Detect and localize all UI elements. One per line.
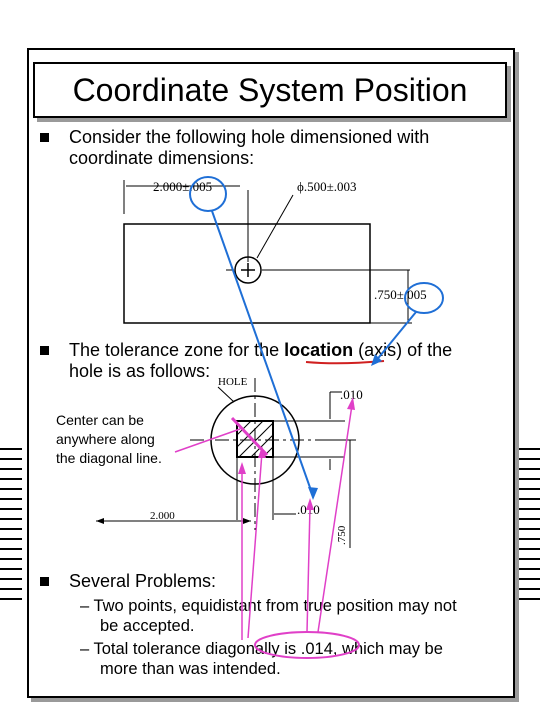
y-tolerance-arrow	[374, 311, 417, 363]
location-keyword: location	[284, 340, 354, 360]
x-tolerance-callout-circle	[189, 176, 227, 212]
diameter-leader	[256, 194, 294, 259]
title-box: Coordinate System Position	[33, 62, 507, 118]
bullet-square-icon	[40, 133, 49, 142]
page-title: Coordinate System Position	[72, 72, 468, 108]
hole-label: HOLE	[218, 376, 248, 388]
slide-frame	[27, 48, 515, 698]
note-pointer-arrow	[174, 428, 241, 453]
y-tolerance-callout-circle	[404, 282, 444, 314]
diagonal-note: Center can be anywhere along the diagona…	[56, 412, 162, 466]
right-decorative-stripes	[518, 448, 540, 608]
x-dimension-label: 2.000±.005	[153, 179, 212, 194]
plate-outline	[123, 223, 371, 324]
hole-label-leader	[217, 386, 235, 403]
bullet-1-text: Consider the following hole dimensioned …	[69, 127, 430, 168]
bullet-square-icon	[40, 577, 49, 586]
diagonal-tolerance-ellipse	[254, 631, 360, 659]
diameter-label: ϕ.500±.003	[297, 179, 356, 194]
bullet-2-text: The tolerance zone for the location (axi…	[69, 340, 453, 381]
x-lower-label: 2.000	[150, 510, 175, 522]
bullet-3-text: Several Problems:	[69, 571, 217, 591]
x-tolerance-arrow	[211, 210, 314, 497]
y-lower-label: .750	[336, 525, 348, 545]
sub-bullet-1-text: – Two points, equidistant from true posi…	[80, 597, 457, 635]
tolerance-top-label: .010	[340, 387, 363, 402]
bullet-square-icon	[40, 346, 49, 355]
left-decorative-stripes	[0, 448, 22, 608]
hole-circle	[234, 256, 262, 284]
y-dimension-label: .750±.005	[374, 287, 427, 302]
sub-bullet-2-text: – Total tolerance diagonally is .014, wh…	[80, 640, 443, 678]
